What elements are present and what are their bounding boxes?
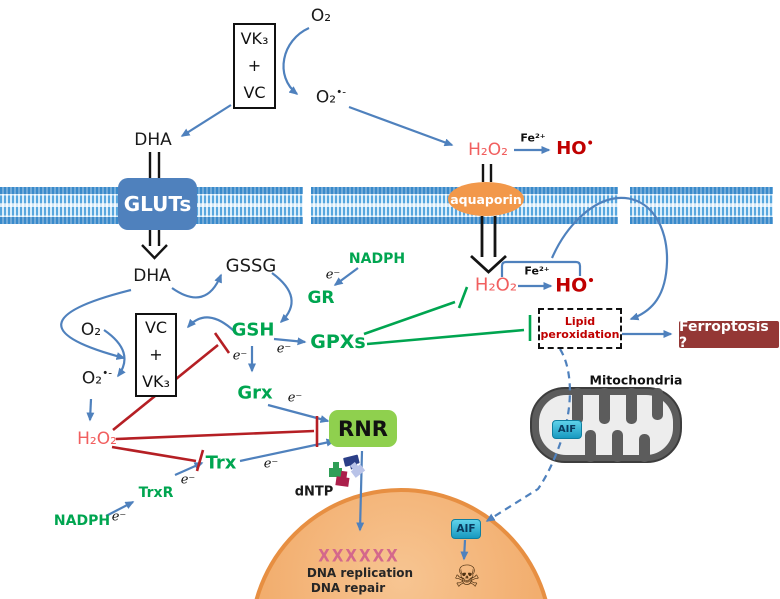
superoxide-sup: •- bbox=[102, 367, 113, 380]
gluts-transporter: GLUTs bbox=[118, 178, 197, 230]
arrow-box-to-dha bbox=[180, 104, 232, 137]
arrow-superoxide-to-h2o2-cytosol bbox=[86, 398, 95, 422]
mitochondria-shape bbox=[530, 387, 682, 463]
lipid-peroxidation-box: Lipid peroxidation bbox=[538, 308, 622, 349]
electron-label: e⁻ bbox=[180, 472, 196, 488]
rnr-enzyme-box: RNR bbox=[329, 410, 397, 447]
bracket-h2o2-ho bbox=[500, 260, 582, 277]
dntp-label: dNTP bbox=[294, 484, 334, 500]
trx-label: Trx bbox=[205, 452, 237, 474]
fe2-label-top: Fe²⁺ bbox=[520, 131, 546, 145]
arrow-gsh-to-gpxs bbox=[273, 337, 307, 346]
vk3-label: VK₃ bbox=[142, 371, 170, 391]
dntp-blocks bbox=[329, 454, 366, 487]
vk3-label: VK₃ bbox=[240, 28, 269, 48]
aif-box-mitochondria: AIF bbox=[552, 420, 582, 439]
arrow-gssg-to-gsh bbox=[271, 272, 293, 324]
ferroptosis-box: Ferroptosis ? bbox=[679, 319, 779, 351]
arrow-dha-to-gssg bbox=[171, 273, 223, 299]
mitochondria-label: Mitochondria bbox=[589, 372, 683, 388]
arrow-superoxide-to-h2o2-top bbox=[348, 105, 454, 147]
arrow-o2-to-superoxide-cytosol bbox=[103, 329, 126, 378]
gr-label: GR bbox=[307, 288, 335, 308]
gpxs-label: GPXs bbox=[310, 331, 366, 353]
dha-label-top: DHA bbox=[134, 130, 172, 150]
plus-label: + bbox=[247, 55, 262, 75]
electron-label: e⁻ bbox=[287, 390, 303, 406]
membrane-segment bbox=[630, 187, 773, 224]
skull-icon: ☠ bbox=[453, 559, 481, 595]
superoxide-base: O₂ bbox=[315, 87, 337, 108]
curve-membrane-to-lipid-peroxidation bbox=[550, 196, 669, 321]
inhibit-gpxs-h2o2 bbox=[363, 286, 469, 336]
inhibit-h2o2-rnr bbox=[115, 416, 319, 447]
lipid-line2: peroxidation bbox=[540, 327, 620, 341]
superoxide-sup: •- bbox=[336, 86, 347, 99]
ho-radical-label-top: HO• bbox=[556, 137, 594, 159]
fe2-label-cytosol: Fe²⁺ bbox=[524, 264, 550, 278]
gsh-label: GSH bbox=[231, 319, 275, 341]
plus-label: + bbox=[149, 344, 163, 364]
ho-sup: • bbox=[587, 273, 595, 288]
dha-label-cytosol: DHA bbox=[133, 266, 171, 286]
inhibit-gpxs-lipid bbox=[366, 315, 532, 346]
gluts-transport-arrow bbox=[141, 152, 168, 260]
arrow-gsh-to-vc-box bbox=[186, 316, 235, 332]
nadph-label-bottom: NADPH bbox=[53, 513, 111, 529]
electron-label: e⁻ bbox=[232, 348, 248, 364]
vk3-vc-box: VK₃ + VC bbox=[233, 23, 276, 109]
chromosomes: XXXXXX bbox=[318, 546, 400, 566]
arrow-o2-to-superoxide-top bbox=[282, 26, 310, 95]
arrow-nadph-to-gr bbox=[333, 267, 359, 286]
superoxide-label-cytosol: O₂•- bbox=[82, 368, 112, 389]
gssg-label: GSSG bbox=[225, 255, 277, 277]
ho-sup: • bbox=[586, 137, 594, 150]
aquaporin-channel: aquaporin bbox=[448, 182, 524, 216]
vc-label: VC bbox=[144, 318, 168, 338]
superoxide-label-top: O₂•- bbox=[316, 87, 346, 108]
electron-label: e⁻ bbox=[111, 509, 127, 525]
arrow-trx-to-rnr bbox=[239, 438, 336, 463]
vc-label: VC bbox=[243, 83, 266, 103]
superoxide-base: O₂ bbox=[81, 368, 103, 389]
arrow-dha-to-vc-box-left bbox=[60, 288, 132, 360]
dna-repair-label: DNA repair bbox=[310, 581, 386, 595]
ho-radical-label-cytosol: HO• bbox=[555, 273, 595, 296]
inhibit-h2o2-trx bbox=[111, 445, 205, 472]
arrow-aif-to-skull bbox=[460, 539, 469, 561]
cell-nucleus bbox=[254, 488, 548, 599]
electron-label: e⁻ bbox=[263, 456, 279, 472]
o2-label-cytosol: O₂ bbox=[80, 320, 102, 340]
arrow-rnr-to-dna bbox=[356, 450, 365, 532]
o2-label-top: O₂ bbox=[310, 6, 332, 26]
aquaporin-transport-arrow bbox=[470, 164, 507, 274]
aif-box-nucleus: AIF bbox=[451, 519, 481, 539]
trxr-label: TrxR bbox=[138, 485, 174, 501]
h2o2-label-cytosol-left: H₂O₂ bbox=[77, 429, 117, 449]
arrow-nadph-to-trxr bbox=[105, 501, 135, 517]
electron-label: e⁻ bbox=[325, 267, 341, 283]
h2o2-label-cytosol-right: H₂O₂ bbox=[474, 274, 518, 296]
h2o2-label-top: H₂O₂ bbox=[468, 140, 508, 160]
nadph-label-top: NADPH bbox=[348, 251, 406, 267]
vc-vk3-box: VC + VK₃ bbox=[135, 313, 177, 397]
arrow-grx-to-rnr bbox=[267, 403, 330, 423]
grx-label: Grx bbox=[237, 382, 273, 404]
dna-replication-label: DNA replication bbox=[306, 566, 414, 580]
lipid-line1: Lipid bbox=[564, 314, 596, 328]
ho-base: HO bbox=[555, 274, 588, 297]
electron-label: e⁻ bbox=[276, 341, 292, 357]
ho-base: HO bbox=[556, 138, 587, 159]
